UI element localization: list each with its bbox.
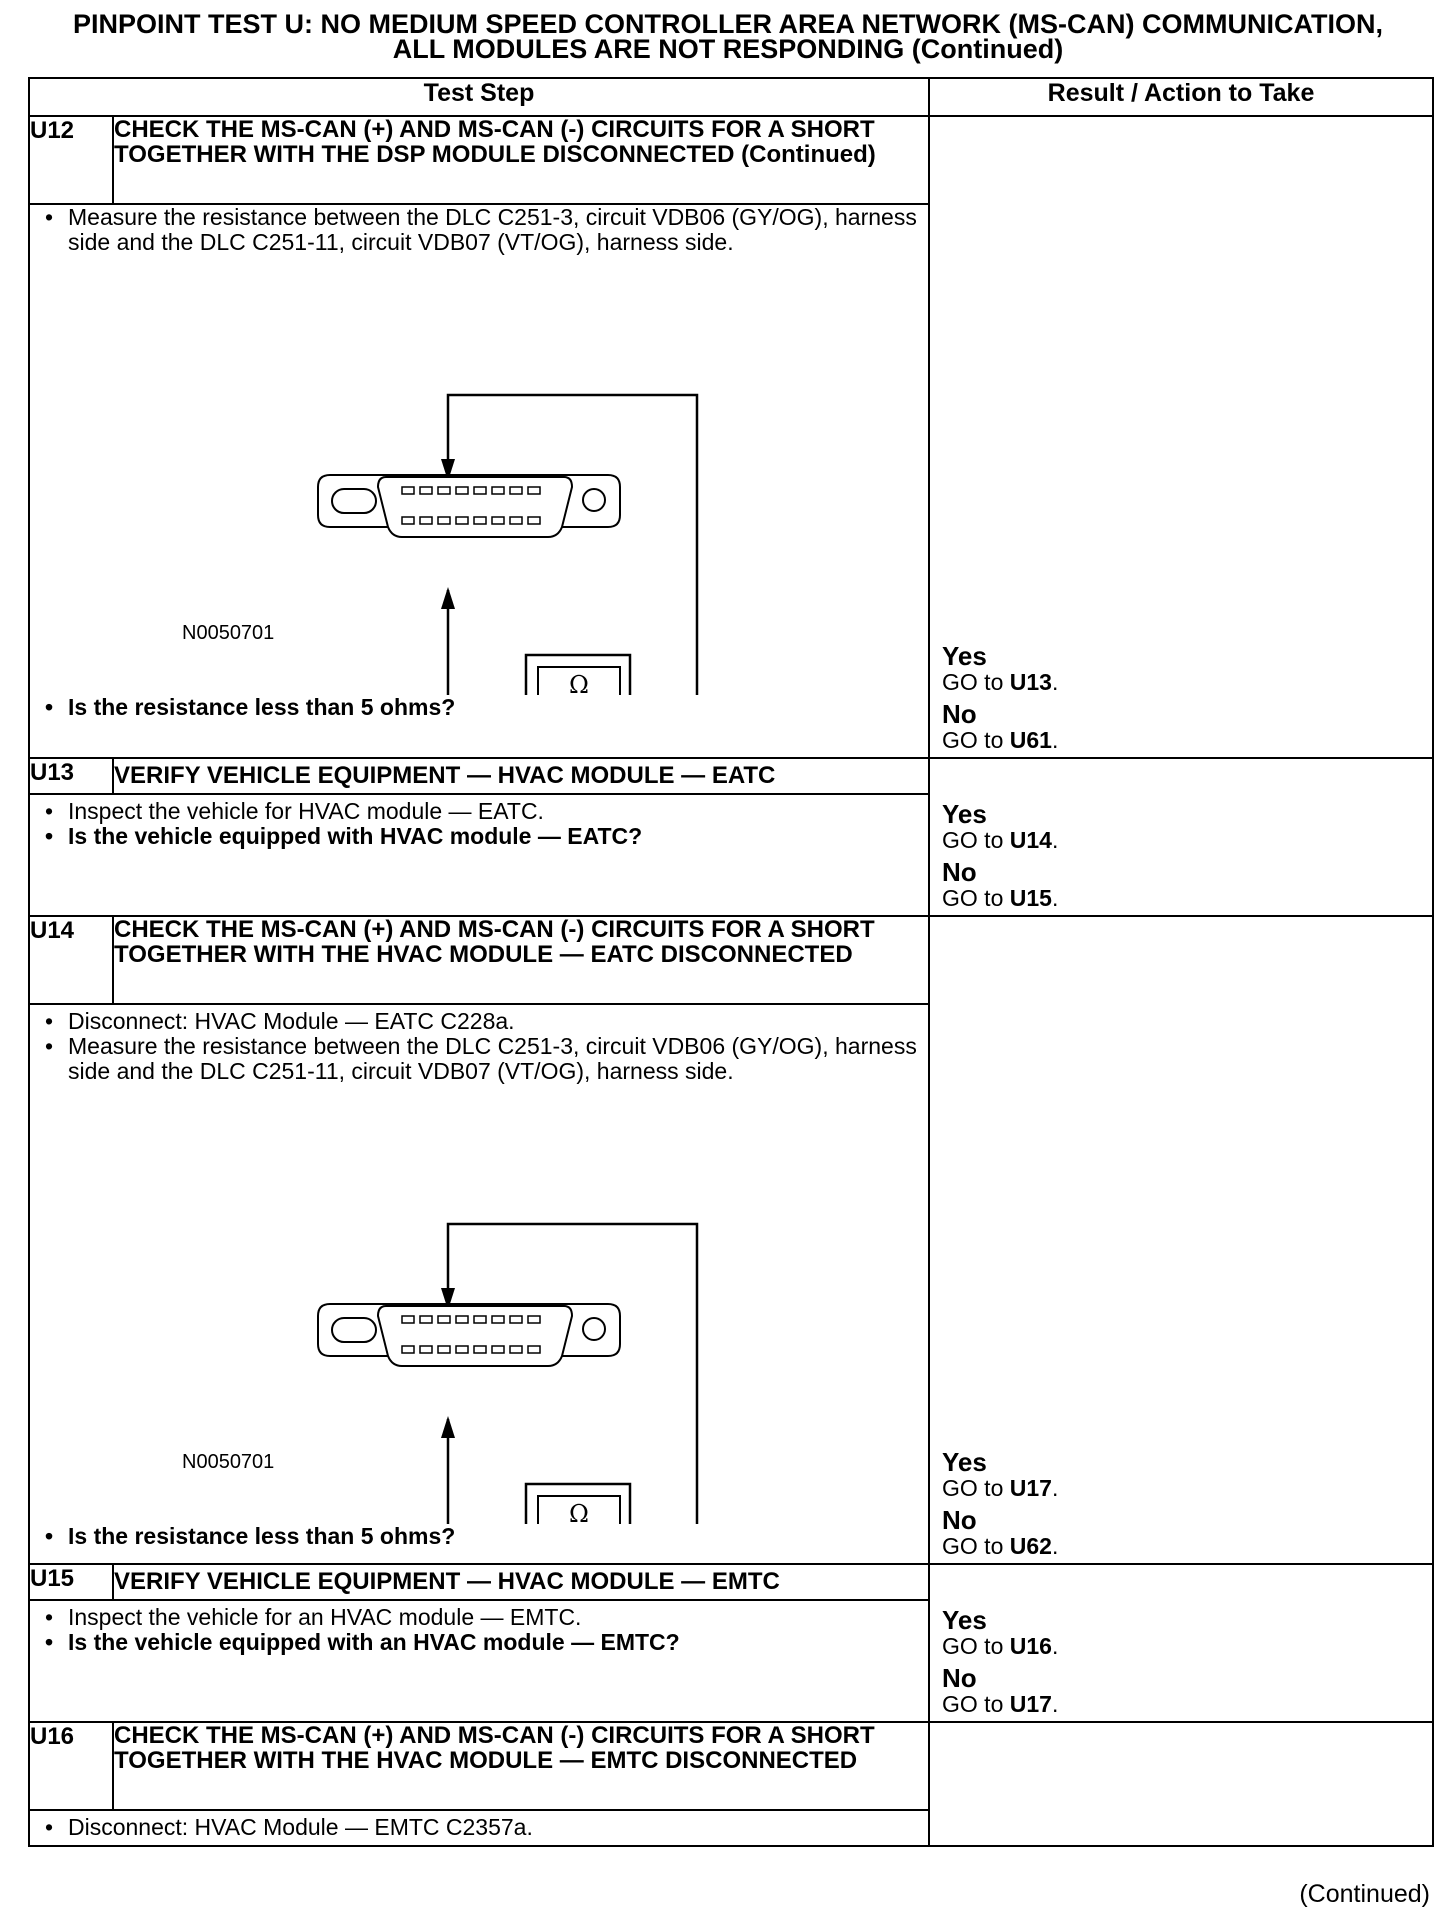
- step-number: U12: [28, 115, 114, 205]
- no-label: No: [942, 857, 977, 887]
- figure-id: N0050701: [182, 1451, 275, 1473]
- bullet-item: •Measure the resistance between the DLC …: [44, 1033, 917, 1084]
- page-title-line-2: ALL MODULES ARE NOT RESPONDING (Continue…: [392, 34, 1064, 64]
- no-target-link[interactable]: U61: [1009, 727, 1052, 753]
- pinpoint-test-table: Test Step Result / Action to Take U12 CH…: [27, 77, 1435, 1847]
- yes-action: GO to U16.: [942, 1633, 1059, 1659]
- dlc-ohmmeter-diagram: Ω + − N0050701: [30, 1084, 928, 1524]
- dlc-connector-diagram-svg: Ω + −: [316, 1222, 699, 1524]
- dlc-connector-diagram-svg: Ω + −: [316, 393, 699, 695]
- page-title: PINPOINT TEST U: NO MEDIUM SPEED CONTROL…: [28, 9, 1428, 64]
- figure-id: N0050701: [182, 622, 275, 644]
- no-label: No: [942, 699, 977, 729]
- step-body: •Measure the resistance between the DLC …: [27, 203, 931, 759]
- no-target-link[interactable]: U62: [1009, 1533, 1052, 1559]
- step-title: CHECK THE MS-CAN (+) AND MS-CAN (-) CIRC…: [111, 1721, 931, 1811]
- yes-label: Yes: [942, 1605, 987, 1635]
- step-body: •Disconnect: HVAC Module — EATC C228a. •…: [27, 1003, 931, 1565]
- bullet-item: •Inspect the vehicle for an HVAC module …: [44, 1604, 582, 1630]
- step-title: CHECK THE MS-CAN (+) AND MS-CAN (-) CIRC…: [111, 115, 931, 205]
- bullet-item: •Inspect the vehicle for HVAC module — E…: [44, 798, 544, 824]
- yes-target-link[interactable]: U17: [1009, 1475, 1052, 1501]
- result-cell-u12: Yes GO to U13. No GO to U61.: [928, 115, 1435, 759]
- result-answers: Yes GO to U17. No GO to U62.: [942, 1449, 1058, 1559]
- step-number: U16: [28, 1721, 114, 1811]
- yes-action: GO to U17.: [942, 1475, 1059, 1501]
- yes-label: Yes: [942, 799, 987, 829]
- page-title-line-1: PINPOINT TEST U: NO MEDIUM SPEED CONTROL…: [73, 9, 1383, 39]
- bullet-item: •Disconnect: HVAC Module — EATC C228a.: [44, 1008, 515, 1034]
- yes-label: Yes: [942, 1447, 987, 1477]
- bullet-item: •Disconnect: HVAC Module — EMTC C2357a.: [44, 1814, 533, 1840]
- no-target-link[interactable]: U17: [1009, 1691, 1052, 1717]
- result-cell-u13: Yes GO to U14. No GO to U15.: [928, 757, 1435, 917]
- no-action: GO to U61.: [942, 727, 1059, 753]
- step-body: •Disconnect: HVAC Module — EMTC C2357a.: [27, 1809, 931, 1847]
- result-answers: Yes GO to U14. No GO to U15.: [942, 801, 1058, 911]
- no-action: GO to U15.: [942, 885, 1059, 911]
- result-cell-u16: [928, 1721, 1435, 1847]
- step-number: U14: [28, 915, 114, 1005]
- step-body: •Inspect the vehicle for an HVAC module …: [27, 1599, 931, 1723]
- step-title: VERIFY VEHICLE EQUIPMENT — HVAC MODULE —…: [111, 757, 931, 795]
- no-label: No: [942, 1505, 977, 1535]
- result-cell-u15: Yes GO to U16. No GO to U17.: [928, 1563, 1435, 1723]
- no-label: No: [942, 1663, 977, 1693]
- dlc-ohmmeter-diagram: Ω + − N0050701: [30, 255, 928, 695]
- yes-action: GO to U14.: [942, 827, 1059, 853]
- bullet-item: •Measure the resistance between the DLC …: [44, 204, 917, 255]
- header-test-step: Test Step: [27, 77, 931, 117]
- step-number: U13: [28, 757, 114, 795]
- result-answers: Yes GO to U16. No GO to U17.: [942, 1607, 1058, 1717]
- header-result-action: Result / Action to Take: [928, 77, 1435, 117]
- yes-target-link[interactable]: U14: [1009, 827, 1052, 853]
- continued-footer: (Continued): [1299, 1880, 1430, 1908]
- result-cell-u14: Yes GO to U17. No GO to U62.: [928, 915, 1435, 1565]
- question: •Is the resistance less than 5 ohms?: [44, 694, 456, 720]
- result-answers: Yes GO to U13. No GO to U61.: [942, 643, 1058, 753]
- yes-action: GO to U13.: [942, 669, 1059, 695]
- question: •Is the resistance less than 5 ohms?: [44, 1523, 456, 1549]
- no-action: GO to U62.: [942, 1533, 1059, 1559]
- step-body: •Inspect the vehicle for HVAC module — E…: [27, 793, 931, 917]
- question: •Is the vehicle equipped with HVAC modul…: [44, 823, 643, 849]
- ohm-symbol: Ω: [569, 1500, 589, 1524]
- no-target-link[interactable]: U15: [1009, 885, 1052, 911]
- yes-label: Yes: [942, 641, 987, 671]
- step-title: CHECK THE MS-CAN (+) AND MS-CAN (-) CIRC…: [111, 915, 931, 1005]
- ohm-symbol: Ω: [569, 671, 589, 695]
- yes-target-link[interactable]: U13: [1009, 669, 1052, 695]
- question: •Is the vehicle equipped with an HVAC mo…: [44, 1629, 680, 1655]
- yes-target-link[interactable]: U16: [1009, 1633, 1052, 1659]
- step-number: U15: [28, 1563, 114, 1601]
- no-action: GO to U17.: [942, 1691, 1059, 1717]
- step-title: VERIFY VEHICLE EQUIPMENT — HVAC MODULE —…: [111, 1563, 931, 1601]
